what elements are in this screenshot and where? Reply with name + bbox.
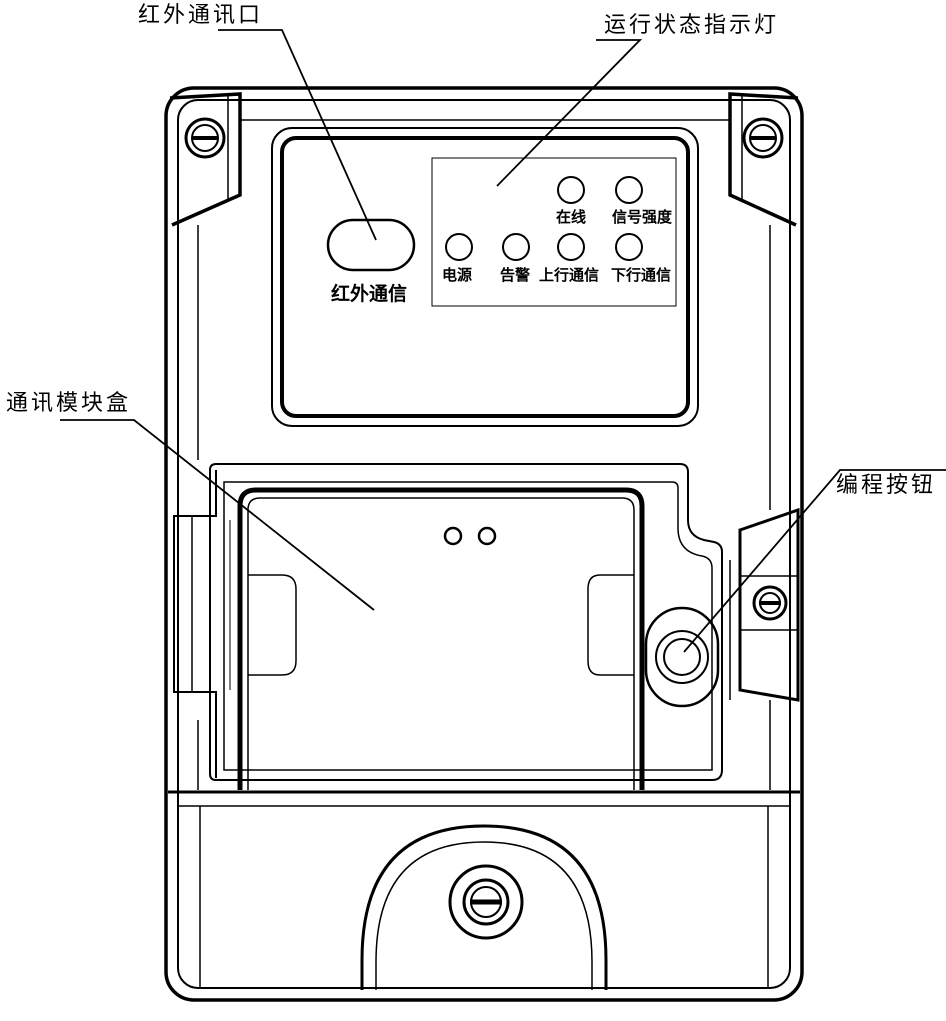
- led-panel: [431, 157, 677, 307]
- top-right-corner-block: [728, 92, 799, 227]
- led-signal-icon: [615, 176, 643, 204]
- ir-label: 红外通信: [331, 282, 407, 305]
- ir-window-icon: [326, 218, 416, 272]
- led-power-icon: [445, 233, 473, 261]
- module-box: [237, 487, 645, 790]
- callout-status-leds: 运行状态指示灯: [604, 13, 779, 38]
- led-uplink-label: 上行通信: [539, 266, 599, 284]
- module-bay: [173, 463, 723, 781]
- indicator-window: [271, 127, 699, 427]
- led-downlink-label: 下行通信: [611, 266, 671, 284]
- callout-ir-port: 红外通讯口: [138, 3, 263, 28]
- led-uplink-icon: [557, 233, 585, 261]
- terminal-cover: [168, 790, 800, 990]
- screw-icon: [752, 585, 788, 621]
- callout-leaders: [60, 29, 946, 653]
- screw-icon: [184, 117, 226, 159]
- callout-module-box: 通讯模块盒: [6, 391, 131, 416]
- led-signal-label: 信号强度: [612, 208, 673, 226]
- programming-button-icon: [644, 606, 720, 708]
- device-housing: [164, 86, 804, 1002]
- screw-icon: [742, 117, 784, 159]
- callout-programming-button: 编程按钮: [836, 473, 936, 498]
- led-alarm-label: 告警: [500, 266, 530, 284]
- led-downlink-icon: [615, 233, 643, 261]
- screw-icon: [448, 864, 524, 940]
- top-left-corner-block: [169, 92, 242, 227]
- led-online-label: 在线: [556, 208, 586, 226]
- led-online-icon: [557, 176, 585, 204]
- led-power-label: 电源: [442, 266, 472, 284]
- led-alarm-icon: [502, 233, 530, 261]
